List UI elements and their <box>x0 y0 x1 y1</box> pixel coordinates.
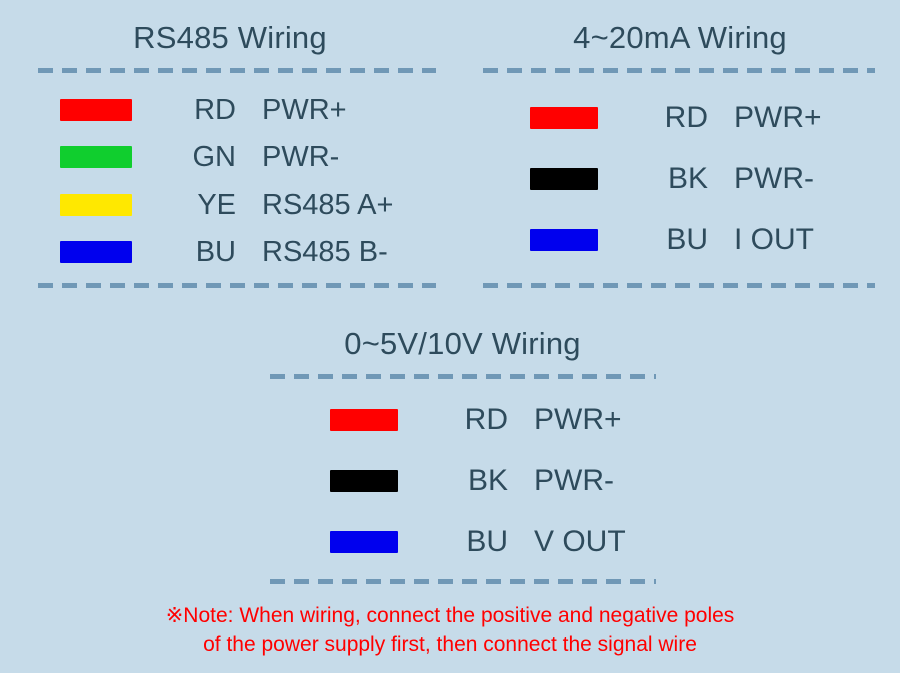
divider-top-rs485 <box>38 68 436 73</box>
wire-color-swatch-blue <box>330 531 398 553</box>
wire-code: BU <box>666 223 708 256</box>
wire-row: BU RS485 B- <box>60 235 388 269</box>
wire-code: BU <box>195 235 236 268</box>
wire-code: BK <box>667 162 708 195</box>
divider-top-voltage <box>270 374 656 379</box>
wire-code: RD <box>464 403 508 436</box>
wire-row: RD PWR+ <box>60 93 347 127</box>
wire-function: RS485 A+ <box>262 188 394 221</box>
wire-color-swatch-black <box>530 168 598 190</box>
wire-function: V OUT <box>534 525 626 558</box>
wire-code: BK <box>467 464 508 497</box>
wiring-note: ※Note: When wiring, connect the positive… <box>0 601 900 659</box>
wiring-note-line-1: ※Note: When wiring, connect the positive… <box>165 604 735 627</box>
wire-color-swatch-blue <box>60 241 132 263</box>
wire-color-swatch-black <box>330 470 398 492</box>
wire-row: GN PWR- <box>60 140 339 174</box>
panel-rs485: RS485 Wiring RD PWR+ GN PWR- YE RS485 A+… <box>0 0 460 300</box>
panel-current-loop: 4~20mA Wiring RD PWR+ BK PWR- BU I OUT <box>460 0 900 300</box>
wire-code: YE <box>197 188 236 221</box>
panel-title-rs485: RS485 Wiring <box>133 20 327 55</box>
wiring-note-line-2: of the power supply first, then connect … <box>203 633 697 656</box>
wire-function: PWR+ <box>534 403 622 436</box>
panel-title-voltage: 0~5V/10V Wiring <box>344 326 581 361</box>
wire-color-swatch-green <box>60 146 132 168</box>
wire-function: I OUT <box>734 223 814 256</box>
wire-color-swatch-red <box>330 409 398 431</box>
wire-function: PWR+ <box>262 93 347 126</box>
wire-code: RD <box>194 93 236 126</box>
wire-row: BK PWR- <box>530 162 814 196</box>
wire-row: BK PWR- <box>330 464 614 498</box>
wire-color-swatch-red <box>60 99 132 121</box>
wire-function: PWR- <box>734 162 814 195</box>
wire-row: BU V OUT <box>330 525 626 559</box>
wire-color-swatch-yellow <box>60 194 132 216</box>
panel-title-current-loop: 4~20mA Wiring <box>573 20 787 55</box>
wire-code: GN <box>192 140 237 173</box>
panel-voltage: 0~5V/10V Wiring RD PWR+ BK PWR- BU V OUT <box>235 310 690 590</box>
wire-function: PWR- <box>262 140 340 173</box>
wire-function: RS485 B- <box>262 235 388 268</box>
wire-code: BU <box>466 525 508 558</box>
wire-row: BU I OUT <box>530 223 814 257</box>
wire-code: RD <box>664 101 708 134</box>
divider-bottom-current-loop <box>483 283 875 288</box>
divider-top-current-loop <box>483 68 875 73</box>
wire-color-swatch-red <box>530 107 598 129</box>
divider-bottom-rs485 <box>38 283 436 288</box>
divider-bottom-voltage <box>270 579 656 584</box>
wire-row: YE RS485 A+ <box>60 188 393 222</box>
wire-row: RD PWR+ <box>330 403 622 437</box>
wire-function: PWR+ <box>734 101 822 134</box>
wire-function: PWR- <box>534 464 614 497</box>
wire-color-swatch-blue <box>530 229 598 251</box>
wire-row: RD PWR+ <box>530 101 822 135</box>
